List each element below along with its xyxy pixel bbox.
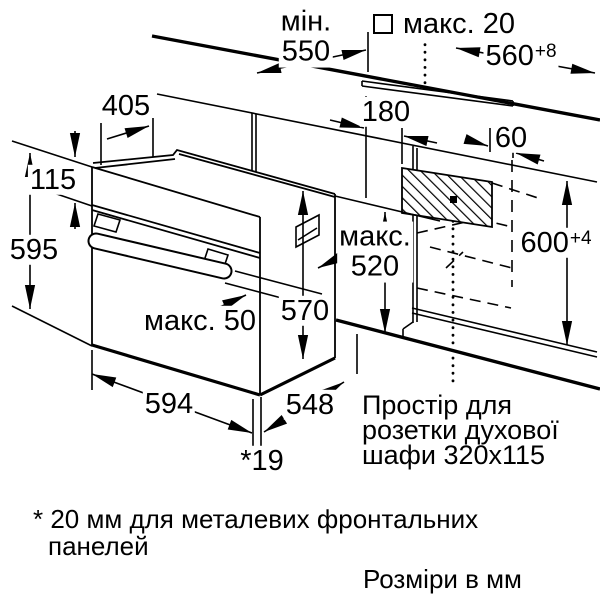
dim-label-548: 548 [283,388,337,421]
control-panel-edge [91,204,261,259]
oven-top-inner-line [94,153,336,198]
dim-label-max-50: макс. 50 [142,304,258,337]
dim-label-595: 595 [7,233,61,266]
dim-label-max-520: макс. 520 [337,220,413,283]
dim-label-560: 560+8 [483,39,559,72]
socket-position-dot [450,196,457,203]
dim-label-594: 594 [142,387,196,420]
dim-label-570: 570 [278,294,332,327]
niche-left-wall-edge [251,113,257,177]
dim-label-max-20: макс. 20 [371,9,517,39]
dim-lines-594 [91,350,262,452]
square-symbol [373,14,393,35]
footnote-metal-panels: * 20 мм для металевих фронтальних панеле… [33,504,479,561]
dim-label-115: 115 [27,163,79,196]
socket-space-note: Простір для розетки духової шафи 320x115 [362,390,559,470]
oven-handle [87,232,233,280]
niche-floor-edge [411,307,598,358]
units-note: Розміри в мм [363,564,522,594]
dotted-locator-lines [423,35,455,388]
worktop-vent-strip [361,80,514,107]
dim-label-19: *19 [238,444,286,477]
oven-top-back-edge [92,148,336,195]
dim-label-min-550: мін. 550 [278,5,334,68]
worktop-front-edge [151,34,600,122]
niche-top-edge [156,93,598,183]
socket-area-hatched [401,166,493,229]
cabinet-drawing [151,34,600,391]
dim-label-600: 600+4 [518,226,594,259]
plinth-step [402,321,414,338]
dim-label-180: 180 [359,95,413,128]
cabinet-bottom-edge [335,318,600,391]
dim-lines-405 [100,118,154,165]
dim-label-60: 60 [492,121,530,154]
oven-drawing [87,148,336,397]
oven-front-top-edge [91,166,261,218]
dim-label-405: 405 [99,89,153,122]
